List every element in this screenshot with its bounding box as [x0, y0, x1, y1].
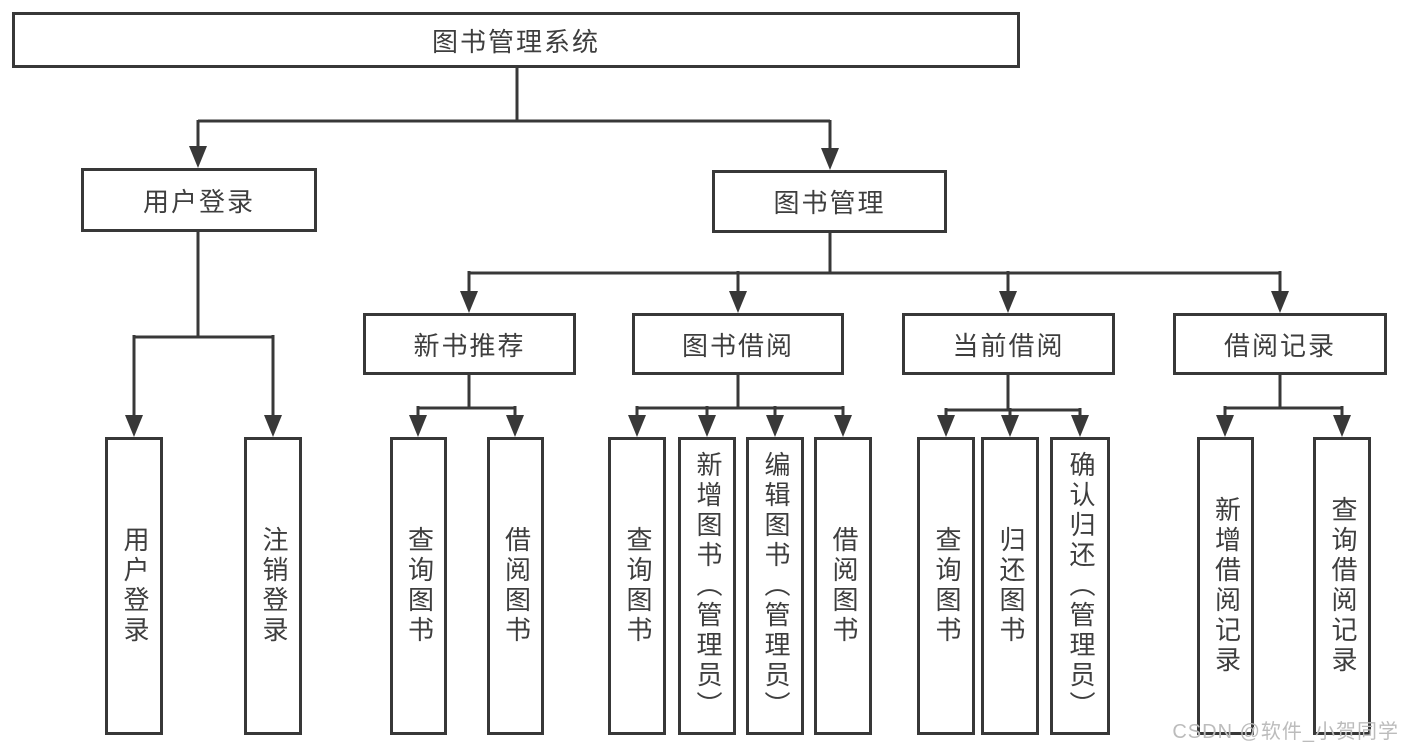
leaf-newbook-borrow-books: 借阅图书 — [487, 437, 544, 735]
node-label: 新书推荐 — [413, 330, 526, 361]
leaf-borrow-query-books: 查询图书 — [608, 437, 666, 735]
node-library-system: 图书管理系统 — [12, 12, 1020, 68]
watermark-text: CSDN @软件_小贺同学 — [1172, 721, 1399, 743]
arrowheads — [125, 146, 1351, 437]
node-label: 用户登录 — [142, 186, 255, 217]
leaf-label: 查询图书 — [622, 526, 653, 646]
node-book-borrow: 图书借阅 — [632, 313, 844, 375]
leaf-current-confirm-return-admin: 确认归还（管理员） — [1050, 437, 1110, 735]
leaf-records-add-record: 新增借阅记录 — [1197, 437, 1254, 735]
leaf-label: 新增图书（管理员） — [692, 451, 723, 721]
leaf-label: 查询图书 — [404, 526, 435, 646]
leaf-logout: 注销登录 — [244, 437, 302, 735]
node-label: 当前借阅 — [952, 330, 1065, 361]
leaf-label: 借阅图书 — [501, 526, 532, 646]
node-borrow-records: 借阅记录 — [1173, 313, 1387, 375]
leaf-label: 用户登录 — [119, 526, 150, 646]
leaf-borrow-edit-books-admin: 编辑图书（管理员） — [746, 437, 804, 735]
leaf-label: 确认归还（管理员） — [1065, 451, 1096, 721]
leaf-borrow-add-books-admin: 新增图书（管理员） — [678, 437, 736, 735]
node-label: 借阅记录 — [1223, 330, 1336, 361]
leaf-label: 新增借阅记录 — [1211, 496, 1242, 676]
leaf-user-login: 用户登录 — [105, 437, 163, 735]
leaf-label: 编辑图书（管理员） — [760, 451, 791, 721]
leaf-label: 查询借阅记录 — [1327, 496, 1358, 676]
node-new-book-recommend: 新书推荐 — [363, 313, 576, 375]
leaf-label: 借阅图书 — [828, 526, 859, 646]
leaf-label: 注销登录 — [258, 526, 289, 646]
leaf-records-query-record: 查询借阅记录 — [1313, 437, 1371, 735]
leaf-label: 归还图书 — [995, 526, 1026, 646]
node-label: 图书管理 — [773, 188, 886, 218]
leaf-borrow-borrow-books: 借阅图书 — [814, 437, 872, 735]
node-book-management: 图书管理 — [712, 170, 947, 233]
node-user-login: 用户登录 — [81, 168, 317, 232]
node-current-borrow: 当前借阅 — [902, 313, 1115, 375]
node-label: 图书管理系统 — [431, 26, 600, 57]
leaf-current-return-books: 归还图书 — [981, 437, 1039, 735]
leaf-current-query-books: 查询图书 — [917, 437, 975, 735]
node-label: 图书借阅 — [681, 330, 794, 361]
leaf-newbook-query-books: 查询图书 — [390, 437, 447, 735]
leaf-label: 查询图书 — [931, 526, 962, 646]
